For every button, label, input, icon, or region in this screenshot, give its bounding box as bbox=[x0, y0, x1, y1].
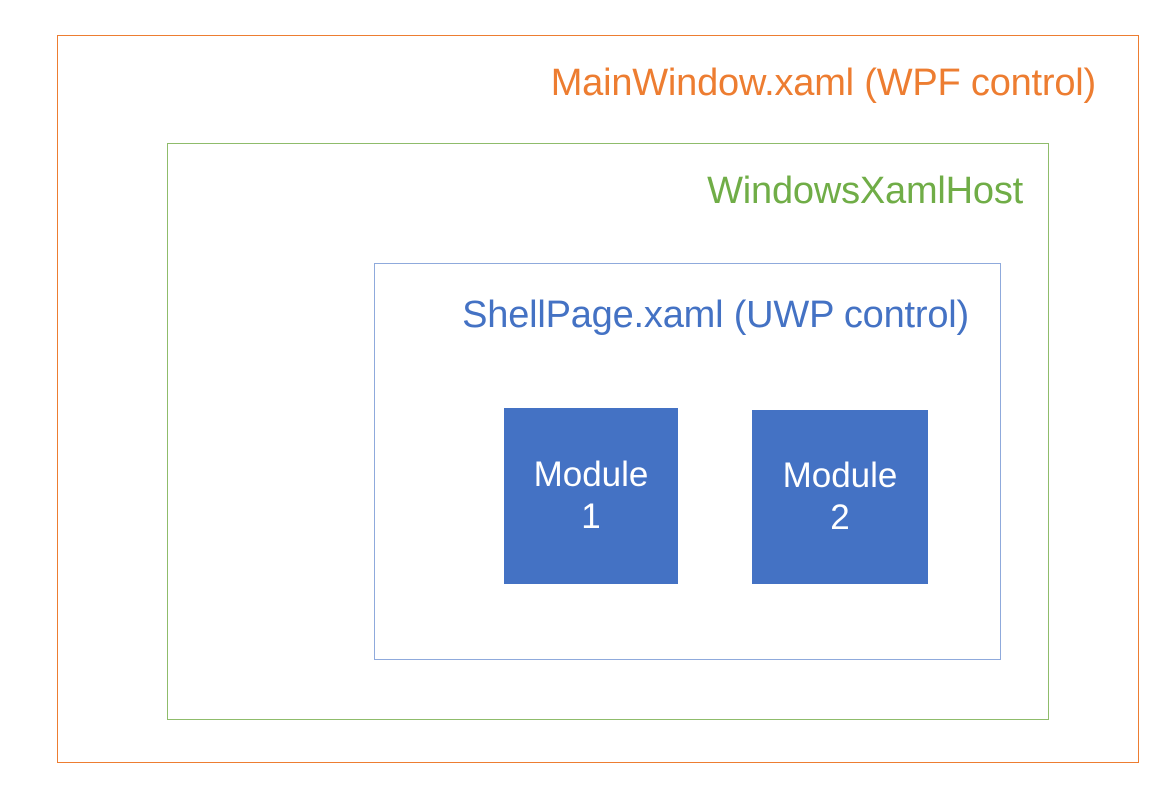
module-box-1-line1: Module bbox=[533, 455, 649, 494]
container-windows-xaml-host: WindowsXamlHost ShellPage.xaml (UWP cont… bbox=[167, 143, 1049, 720]
label-shellpage-uwp: ShellPage.xaml (UWP control) bbox=[462, 294, 969, 336]
module-box-2-line2: 2 bbox=[830, 498, 850, 537]
container-wpf-mainwindow: MainWindow.xaml (WPF control) WindowsXam… bbox=[57, 35, 1139, 763]
module-box-1-line2: 1 bbox=[581, 497, 601, 536]
module-box-2-line1: Module bbox=[782, 456, 898, 495]
label-wpf-mainwindow: MainWindow.xaml (WPF control) bbox=[550, 62, 1097, 104]
label-windows-xaml-host: WindowsXamlHost bbox=[707, 170, 1023, 212]
